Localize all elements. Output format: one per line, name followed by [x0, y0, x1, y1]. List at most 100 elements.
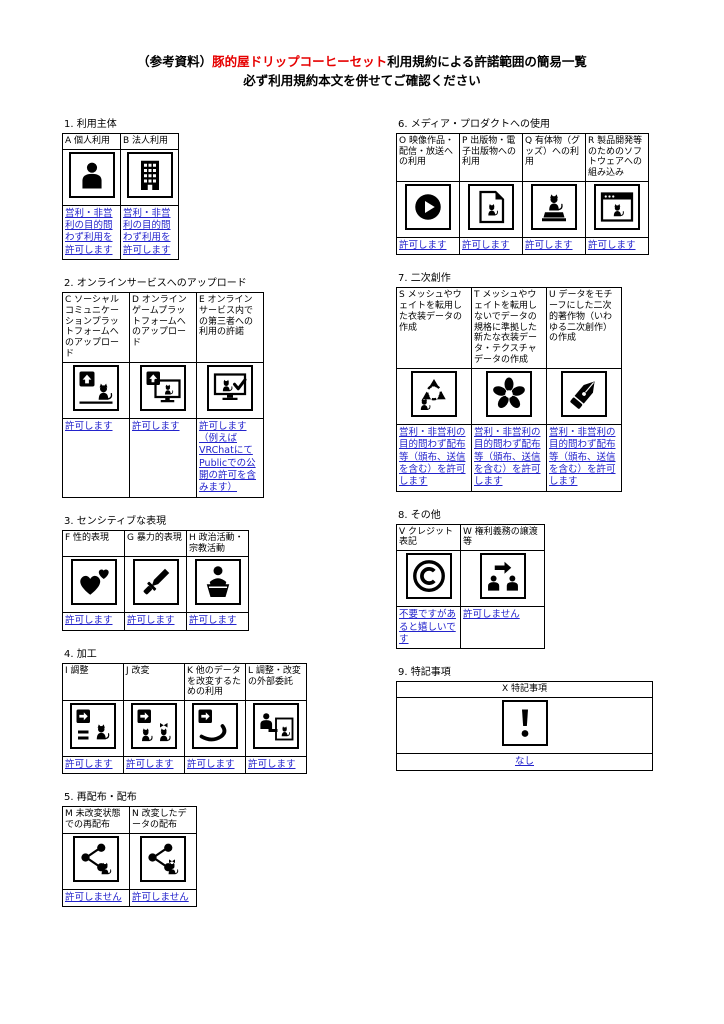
perm-row: 許可します 許可します 許可します	[62, 612, 249, 631]
permission-c: 許可します	[65, 420, 113, 432]
permission-e: 許可します（例えばVRChatにてPublicでの公開の許可を含みます）	[199, 420, 257, 494]
processing-table: I 調整 J 改変 K 他のデータを改変するための利用 L 調整・改変の外部委託…	[62, 662, 307, 775]
cell-label-k: K 他のデータを改変するための利用	[187, 665, 242, 698]
icon-row	[62, 833, 197, 891]
knife-icon	[132, 559, 179, 606]
section-8-heading: 8. その他	[398, 509, 441, 521]
permission-p: 許可します	[462, 239, 510, 251]
perm-row: 許可しません 許可しません	[62, 889, 197, 908]
section-other: 8. その他 V クレジット表記 W 権利義務の譲渡等 不要ですがあると嬉しいで…	[396, 506, 682, 650]
permission-j: 許可します	[126, 759, 174, 771]
label-row: I 調整 J 改変 K 他のデータを改変するための利用 L 調整・改変の外部委託	[62, 662, 307, 702]
cell-label-d: D オンラインゲームプラットフォームへのアップロード	[132, 294, 187, 349]
page-subtitle: 必ず利用規約本文を併せてご確認ください	[243, 73, 481, 89]
permission-h: 許可します	[189, 615, 237, 627]
icon-row	[396, 367, 622, 425]
derivative-table: S メッシュやウェイトを転用した衣装データの作成 T メッシュやウェイトを転用し…	[396, 287, 622, 492]
outsource-icon	[253, 703, 299, 750]
cell-label-f: F 性的表現	[65, 532, 110, 543]
label-row: A 個人利用 B 法人利用	[62, 132, 179, 150]
adjust-icon	[70, 703, 116, 750]
section-usage-entity: 1. 利用主体 A 個人利用 B 法人利用 営利・非営利の目的問わず利用を許可し…	[62, 115, 374, 260]
perm-row: 営利・非営利の目的問わず利用を許可します 営利・非営利の目的問わず利用を許可しま…	[62, 204, 179, 260]
icon-row	[396, 697, 653, 754]
section-7-heading: 7. 二次創作	[398, 273, 451, 285]
icon-row	[62, 361, 264, 419]
person-icon	[68, 151, 115, 198]
cell-label-i: I 調整	[65, 665, 89, 676]
cell-label-t: T メッシュやウェイトを転用しないでデータの規格に準拠した新たな衣装データ・テク…	[474, 290, 538, 366]
permission-w: 許可しません	[463, 609, 520, 621]
media-product-table: O 映像作品・配信・放送への利用 P 出版物・電子出版物への利用 Q 有体物（グ…	[396, 132, 649, 256]
permission-a: 営利・非営利の目的問わず利用を許可します	[65, 207, 113, 256]
section-sensitive: 3. センシティブな表現 F 性的表現 G 暴力的表現 H 政治活動・宗教活動 …	[62, 512, 374, 631]
section-4-heading: 4. 加工	[64, 648, 97, 660]
social-upload-icon	[73, 364, 119, 411]
other-table: V クレジット表記 W 権利義務の譲渡等 不要ですがあると嬉しいです 許可しませ…	[396, 523, 545, 650]
exclamation-icon	[501, 700, 548, 746]
software-icon	[594, 183, 640, 230]
redistribute-icon	[73, 836, 119, 883]
section-processing: 4. 加工 I 調整 J 改変 K 他のデータを改変するための利用 L 調整・改…	[62, 645, 374, 775]
pen-icon	[561, 370, 607, 417]
label-row: V クレジット表記 W 権利義務の譲渡等	[396, 523, 545, 552]
podium-icon	[194, 559, 241, 606]
icon-row	[62, 148, 179, 206]
cell-label-c: C ソーシャルコミュニケーションプラットフォームへのアップロード	[65, 294, 120, 359]
perm-row: 許可します 許可します 許可します（例えばVRChatにてPublicでの公開の…	[62, 417, 264, 498]
perm-row: 許可します 許可します 許可します 許可します	[62, 756, 307, 775]
flower-icon	[486, 370, 532, 417]
permission-v: 不要ですがあると嬉しいです	[399, 609, 457, 645]
service-license-icon	[207, 364, 253, 411]
hearts-icon	[70, 559, 117, 606]
special-notes-table: X 特記事項 なし	[396, 681, 653, 772]
document-page: （参考資料）豚的屋ドリップコーヒーセット利用規約による許諾範囲の簡易一覧 必ず利…	[0, 52, 724, 922]
game-upload-icon	[140, 364, 186, 411]
permission-g: 許可します	[127, 615, 175, 627]
section-2-heading: 2. オンラインサービスへのアップロード	[64, 277, 247, 289]
icon-row	[396, 550, 545, 608]
title-product-name: 豚的屋ドリップコーヒーセット	[212, 54, 388, 69]
cell-label-g: G 暴力的表現	[127, 532, 182, 543]
label-row: F 性的表現 G 暴力的表現 H 政治活動・宗教活動	[62, 529, 249, 558]
copyright-icon	[405, 553, 452, 600]
icon-row	[62, 556, 249, 614]
icon-row	[396, 180, 649, 238]
perm-row: 許可します 許可します 許可します 許可します	[396, 236, 649, 256]
right-column: 6. メディア・プロダクトへの使用 O 映像作品・配信・放送への利用 P 出版物…	[396, 115, 682, 786]
section-redistribution: 5. 再配布・配布 M 未改変状態での再配布 N 改変したデータの配布 許可しま…	[62, 788, 374, 908]
cell-label-j: J 改変	[126, 665, 150, 676]
cell-label-x: X 特記事項	[501, 684, 548, 695]
cell-label-p: P 出版物・電子出版物への利用	[462, 135, 517, 168]
recycle-icon	[411, 370, 457, 417]
permission-u: 営利・非営利の目的問わず配布等（頒布、送信を含む）を許可します	[549, 426, 616, 488]
sensitive-table: F 性的表現 G 暴力的表現 H 政治活動・宗教活動 許可します 許可します 許…	[62, 529, 249, 631]
transfer-icon	[479, 553, 526, 600]
permission-r: 許可します	[588, 239, 636, 251]
permission-n: 許可しません	[132, 892, 189, 904]
permission-x: なし	[514, 756, 534, 767]
publication-icon	[468, 183, 514, 230]
permission-l: 許可します	[248, 759, 296, 771]
cell-label-l: L 調整・改変の外部委託	[248, 665, 301, 687]
title-prefix: （参考資料）	[137, 54, 213, 69]
icon-row	[62, 700, 307, 758]
label-row: X 特記事項	[396, 681, 653, 698]
page-title: （参考資料）豚的屋ドリップコーヒーセット利用規約による許諾範囲の簡易一覧 必ず利…	[0, 52, 724, 91]
title-suffix: 利用規約による許諾範囲の簡易一覧	[387, 54, 587, 69]
label-row: O 映像作品・配信・放送への利用 P 出版物・電子出版物への利用 Q 有体物（グ…	[396, 132, 649, 182]
cell-label-m: M 未改変状態での再配布	[65, 809, 121, 831]
cell-label-v: V クレジット表記	[399, 526, 454, 548]
perm-row: 不要ですがあると嬉しいです 許可しません	[396, 606, 545, 650]
left-column: 1. 利用主体 A 個人利用 B 法人利用 営利・非営利の目的問わず利用を許可し…	[62, 115, 374, 922]
cell-label-w: W 権利義務の譲渡等	[463, 526, 538, 548]
permission-b: 営利・非営利の目的問わず利用を許可します	[123, 207, 171, 256]
section-special-notes: 9. 特記事項 X 特記事項 なし	[396, 663, 682, 772]
section-1-heading: 1. 利用主体	[64, 118, 117, 130]
cell-label-h: H 政治活動・宗教活動	[189, 532, 244, 554]
redistribution-table: M 未改変状態での再配布 N 改変したデータの配布 許可しません 許可しません	[62, 806, 197, 908]
permission-k: 許可します	[187, 759, 235, 771]
label-row: M 未改変状態での再配布 N 改変したデータの配布	[62, 806, 197, 835]
permission-m: 許可しません	[65, 892, 122, 904]
permission-o: 許可します	[399, 239, 447, 251]
